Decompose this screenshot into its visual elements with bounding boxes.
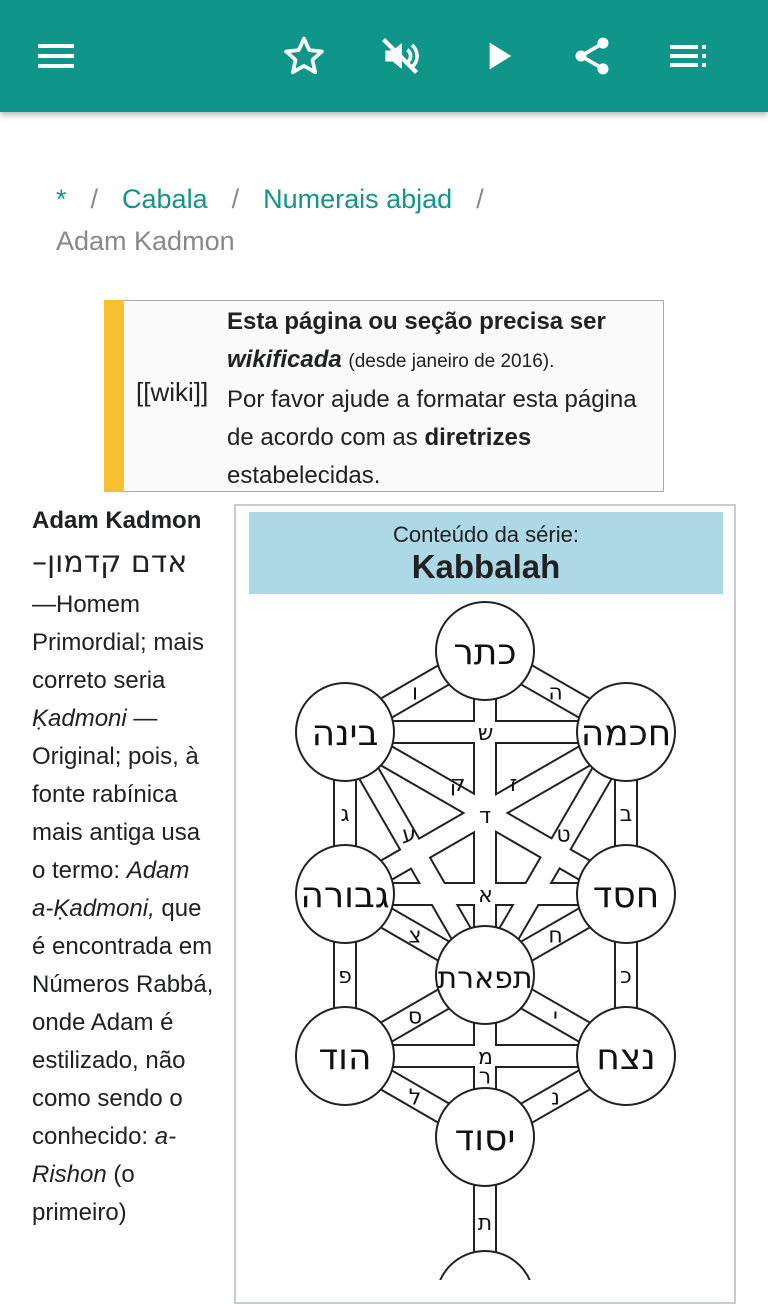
path-letter-tiferet-netzach: י (553, 1005, 558, 1030)
sephirah-chokhmah-circle (576, 682, 676, 782)
path-letter-keter-tiferet: ד (479, 804, 491, 829)
path-letter-keter-chokhmah: ה (548, 681, 562, 706)
sephirah-tiferet-circle (435, 925, 535, 1025)
article-body: Adam Kadmon –אדם קדמון —Homem Primordial… (32, 502, 216, 1232)
sephirah-chesed-circle (576, 844, 676, 944)
path-letter-hod-netzach: מ (478, 1045, 493, 1070)
sephirah-keter-circle (435, 601, 535, 701)
breadcrumb-home-link[interactable]: * (56, 184, 67, 214)
notice-accent-bar (104, 300, 124, 492)
star-outline-icon[interactable] (276, 28, 332, 84)
article-text-italic: Adam a-Ḳadmoni, (32, 857, 190, 922)
path-letter-tiferet-yesod: ר (479, 1064, 491, 1089)
path-letter-tiferet-hod: ס (408, 1005, 422, 1030)
tree-path-fill (340, 723, 631, 903)
play-icon[interactable] (470, 28, 526, 84)
series-header: Conteúdo da série: Kabbalah (249, 512, 723, 594)
article-text: —Homem Primordial; mais correto seria (32, 591, 205, 694)
article-term: Adam Kadmon (32, 507, 202, 534)
article-text-italic: Ḳadmoni (32, 705, 127, 732)
sephirah-gevurah-label[interactable]: גבורה (300, 875, 389, 916)
notice-instruction-end: estabelecidas. (227, 462, 381, 489)
path-letter-netzach-yesod: נ (551, 1086, 560, 1111)
sephirah-chokhmah-label[interactable]: חכמה (581, 713, 672, 754)
path-letter-chesed-tiferet: ח (548, 924, 562, 949)
sephirah-hod-label[interactable]: הוד (319, 1037, 372, 1078)
sephirah-malkuth-circle (439, 1250, 531, 1280)
series-label: Conteúdo da série: (393, 522, 579, 547)
sephirah-yesod-label[interactable]: יסוד (455, 1118, 516, 1159)
notice-wiki-tag: [[wiki]] (136, 377, 209, 407)
wikificada-link[interactable]: wikificada (227, 346, 342, 373)
article-text: que é encontrada em Números Rabbá, onde … (32, 895, 214, 1150)
path-letter-chokhmah-gevurah: ז (510, 772, 518, 797)
diretrizes-link[interactable]: diretrizes (424, 424, 532, 451)
path-letter-gevurah-chesed: א (478, 883, 493, 908)
article-hebrew-term: –אדם קדמון (32, 545, 188, 580)
breadcrumb-separator: / (90, 184, 99, 214)
sephirah-keter-label[interactable]: כתר (453, 632, 516, 673)
sephirah-hod-circle (295, 1006, 395, 1106)
notice-message: Esta página ou seção precisa ser wikific… (227, 303, 657, 495)
sephirah-gevurah-circle (295, 844, 395, 944)
notice-title: Esta página ou seção precisa ser (227, 308, 606, 335)
sephirah-netzach-label[interactable]: נצח (596, 1037, 655, 1078)
sephirah-binah-circle (295, 682, 395, 782)
volume-off-icon[interactable] (372, 28, 428, 84)
article-text: —Original; pois, à fonte rabínica mais a… (32, 705, 201, 884)
breadcrumb-current: Adam Kadmon (56, 226, 235, 256)
breadcrumb-separator: / (231, 184, 240, 214)
notice-instruction: Por favor ajude a formatar esta página d… (227, 386, 637, 451)
sephirah-tiferet-label[interactable]: תפארת (437, 961, 532, 996)
breadcrumb-numerais-link[interactable]: Numerais abjad (263, 184, 453, 214)
share-icon[interactable] (564, 28, 620, 84)
path-letter-gevurah-hod: פ (338, 964, 352, 989)
article-text-italic: a-Rishon (32, 1123, 177, 1188)
series-title[interactable]: Kabbalah (411, 548, 561, 585)
breadcrumb-cabala-link[interactable]: Cabala (122, 184, 208, 214)
article-text: (o primeiro) (32, 1161, 135, 1226)
sephirah-chesed-label[interactable]: חסד (593, 875, 660, 916)
breadcrumb-separator: / (476, 184, 484, 214)
breadcrumb: * / Cabala / Numerais abjad / Adam Kadmon (56, 178, 736, 262)
path-letter-chokhmah-tiferet: ט (556, 823, 570, 848)
path-letter-binah-chokhmah: ש (478, 721, 494, 746)
path-letter-keter-binah: ו (412, 681, 418, 706)
path-letter-binah-tiferet: ע (402, 823, 416, 848)
path-letter-hod-yesod: ל (409, 1086, 422, 1111)
sephirah-yesod-circle (435, 1087, 535, 1187)
playlist-icon[interactable] (660, 28, 716, 84)
path-letter-binah-chesed: ק (450, 772, 466, 797)
app-toolbar (0, 0, 768, 112)
sephirah-netzach-circle (576, 1006, 676, 1106)
path-letter-chokhmah-chesed: ב (620, 802, 633, 827)
path-letter-gevurah-tiferet: צ (408, 924, 421, 949)
path-letter-chesed-netzach: כ (620, 964, 632, 989)
notice-date: (desde janeiro de 2016). (348, 351, 555, 372)
wikify-notice: [[wiki]] Esta página ou seção precisa se… (104, 300, 664, 492)
path-letter-yesod-malkuth: ת (478, 1211, 492, 1236)
sephirah-binah-label[interactable]: בינה (312, 713, 379, 754)
hamburger-menu-icon[interactable] (28, 28, 84, 84)
path-letter-binah-gevurah: ג (340, 802, 349, 827)
